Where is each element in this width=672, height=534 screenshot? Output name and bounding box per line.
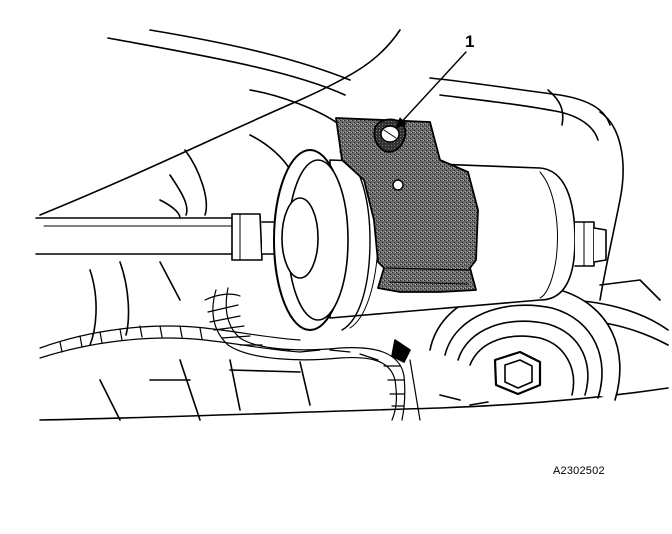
fuel-filter xyxy=(274,52,606,330)
engine-block-lower xyxy=(40,262,668,420)
callout-number-1: 1 xyxy=(465,32,475,51)
pulley xyxy=(430,287,620,405)
figure-id: A2302502 xyxy=(553,465,605,477)
wiring-harness xyxy=(40,288,405,420)
fuel-line-hose xyxy=(36,214,306,260)
